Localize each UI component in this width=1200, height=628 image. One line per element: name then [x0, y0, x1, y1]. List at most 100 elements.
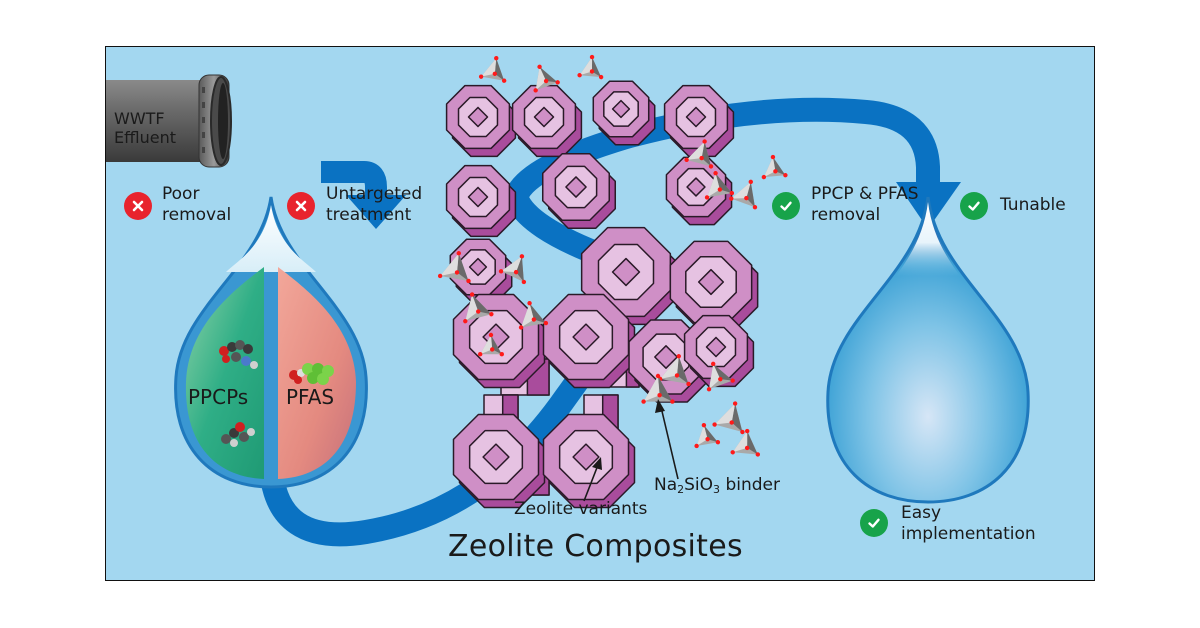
cage-square — [467, 186, 489, 208]
cage-square — [685, 106, 707, 128]
zeolite-cage — [511, 84, 583, 158]
oxygen-atom — [655, 373, 661, 379]
tet-dark — [677, 356, 689, 384]
zeolite-cage — [452, 413, 546, 509]
cage-square — [533, 106, 555, 128]
oxygen-atom — [686, 381, 691, 387]
x-circle-icon — [287, 192, 315, 220]
tet-light — [481, 58, 497, 77]
illustration — [106, 54, 1030, 547]
check-circle-icon — [960, 192, 988, 220]
oxygen-atom — [730, 378, 735, 383]
zeolite-cage — [669, 240, 759, 332]
oxygen-atom — [456, 251, 461, 256]
oxygen-atom — [466, 278, 471, 284]
oxygen-atom — [715, 440, 721, 445]
cage-square — [467, 106, 489, 128]
zeolite-cage — [663, 84, 735, 158]
oxygen-atom — [773, 169, 778, 174]
drawback-line2: treatment — [326, 205, 412, 225]
cage-square — [611, 99, 631, 119]
oxygen-atom — [705, 436, 710, 442]
oxygen-atom — [543, 78, 549, 84]
contaminated-drop — [174, 196, 368, 489]
cage-square — [482, 443, 510, 471]
zeolite-cage — [592, 80, 656, 146]
binder-text: Na — [654, 475, 678, 495]
drawback-line1: Untargeted — [326, 184, 423, 204]
oxygen-atom — [744, 195, 749, 201]
silicate-tetrahedron — [577, 54, 604, 80]
zeolite-variants-label: Zeolite variants — [514, 499, 648, 519]
oxygen-atom — [577, 73, 582, 78]
oxygen-atom — [531, 317, 537, 322]
drawback-poor-removal: Poor removal — [162, 184, 231, 226]
effluent-pipe — [106, 74, 232, 168]
binder-text: SiO — [684, 475, 714, 495]
silicate-tetrahedron — [694, 422, 721, 449]
binder-text: binder — [720, 475, 780, 495]
oxygen-atom — [729, 190, 735, 196]
ppcp-molecule-icon — [219, 340, 258, 369]
cage-square — [565, 176, 587, 198]
oxygen-atom — [492, 71, 498, 76]
oxygen-atom — [555, 80, 560, 85]
cage-square — [572, 323, 600, 351]
oxygen-atom — [589, 54, 595, 60]
oxygen-atom — [490, 347, 495, 352]
source-label-line2: Effluent — [114, 128, 176, 147]
benefit-easy-implementation: Easy implementation — [901, 503, 1036, 545]
flow-arrow-inlet — [321, 161, 387, 197]
benefit-tunable: Tunable — [1000, 195, 1066, 215]
oxygen-atom — [740, 429, 745, 435]
benefit-line1: PPCP & PFAS — [811, 184, 919, 204]
cage-square — [697, 268, 725, 296]
tet-light — [465, 294, 479, 322]
binder-subscript: 3 — [713, 483, 721, 496]
oxygen-atom — [499, 352, 504, 357]
oxygen-atom — [501, 78, 507, 83]
tet-light — [501, 256, 522, 273]
pfas-label: PFAS — [286, 385, 335, 409]
graphical-abstract-frame: WWTF Effluent Poor removal Untargeted tr… — [105, 46, 1095, 581]
oxygen-atom — [543, 320, 549, 326]
benefit-removal: PPCP & PFAS removal — [811, 184, 919, 226]
zeolite-framework — [445, 80, 759, 509]
zeolite-cage — [542, 293, 636, 389]
tet-dark — [747, 431, 758, 455]
oxygen-atom — [706, 387, 712, 392]
oxygen-atom — [729, 196, 734, 201]
drawback-line1: Poor — [162, 184, 200, 204]
oxygen-atom — [469, 292, 475, 297]
oxygen-atom — [518, 325, 524, 330]
oxygen-atom — [521, 279, 527, 285]
oxygen-atom — [729, 420, 734, 425]
silicate-tetrahedron — [730, 428, 761, 457]
binder-subscript: 2 — [677, 483, 685, 496]
x-circle-icon — [124, 192, 152, 220]
tet-dark — [591, 57, 602, 78]
oxygen-atom — [498, 269, 504, 274]
oxygen-atom — [730, 450, 735, 455]
tet-light — [709, 363, 721, 390]
oxygen-atom — [454, 270, 460, 275]
silicate-tetrahedron — [478, 55, 507, 83]
clean-water-drop — [826, 196, 1030, 504]
cage-square — [654, 345, 678, 369]
tet-dark — [713, 363, 733, 381]
oxygen-atom — [699, 155, 704, 161]
zeolite-cage — [683, 314, 755, 388]
source-label: WWTF Effluent — [114, 109, 176, 147]
tet-light — [696, 425, 708, 446]
oxygen-atom — [755, 452, 761, 457]
oxygen-atom — [657, 393, 662, 398]
pfas-molecule-icon — [289, 363, 334, 385]
tet-dark — [457, 253, 469, 281]
oxygen-atom — [537, 64, 542, 69]
oxygen-atom — [745, 428, 750, 434]
oxygen-atom — [748, 179, 753, 185]
oxygen-atom — [674, 373, 680, 378]
tet-light — [707, 173, 720, 198]
oxygen-atom — [770, 154, 776, 160]
oxygen-atom — [718, 376, 723, 382]
